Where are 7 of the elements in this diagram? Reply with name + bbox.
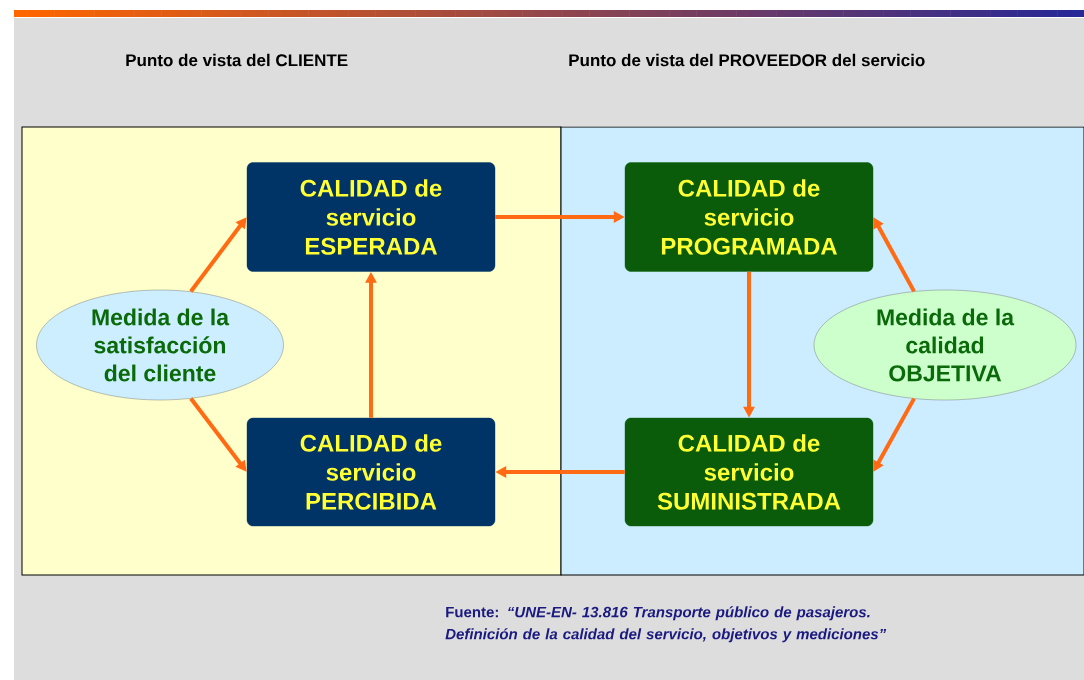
process-box: CALIDAD de servicio ESPERADA [246, 162, 496, 272]
process-box: CALIDAD de servicio PROGRAMADA [624, 162, 874, 272]
panel-heading: Punto de vista del CLIENTE [126, 53, 348, 67]
source-caption: Fuente: “UNE-EN- 13.816 Transporte público de pasajeros. Definición de la calidad del servicio, objetivos y mediciones” [445, 606, 887, 643]
process-box: CALIDAD de servicio PERCIBIDA [246, 417, 496, 527]
panel-heading: Punto de vista del PROVEEDOR del servicio [569, 53, 925, 67]
process-box: CALIDAD de servicio SUMINISTRADA [624, 417, 874, 527]
